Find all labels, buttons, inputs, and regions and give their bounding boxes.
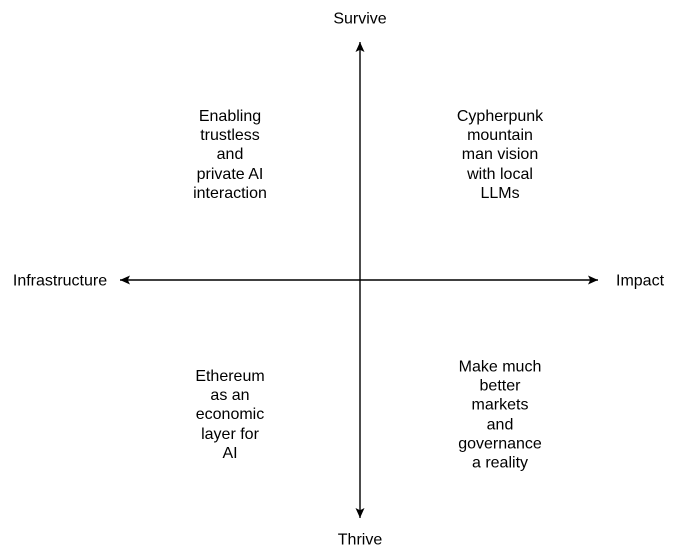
quadrant-text-top-left: Enabling trustless and private AI intera… — [193, 108, 267, 202]
quadrant-text-bottom-left: Ethereum as an economic layer for AI — [195, 368, 265, 462]
axis-label-infrastructure: Infrastructure — [12, 272, 108, 290]
axis-label-thrive: Thrive — [337, 531, 383, 549]
quadrant-text-top-right: Cypherpunk mountain man vision with loca… — [456, 108, 544, 202]
axis-label-impact: Impact — [615, 272, 665, 290]
quadrant-text-bottom-right: Make much better markets and governance … — [458, 358, 542, 472]
axis-label-survive: Survive — [333, 10, 387, 28]
